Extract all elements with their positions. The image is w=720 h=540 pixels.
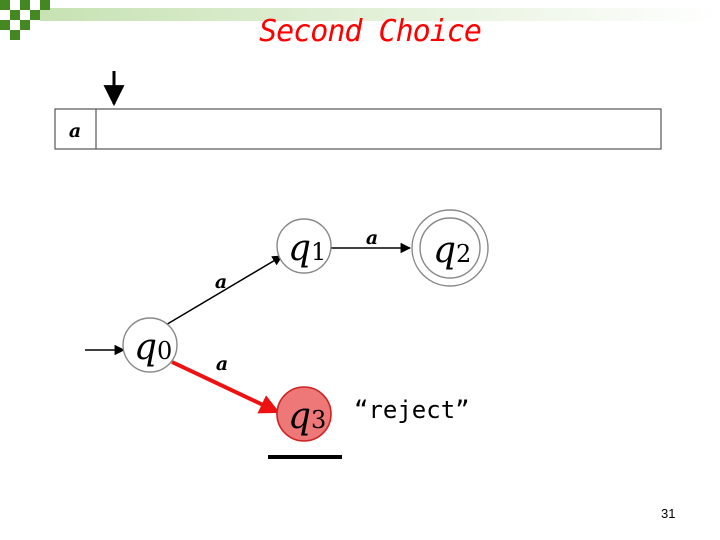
checker-logo bbox=[0, 0, 50, 40]
slide-title: Second Choice bbox=[259, 14, 482, 49]
state-q1-circle bbox=[276, 218, 332, 274]
edge-q0-q1-label: a bbox=[215, 271, 227, 293]
edge-q0-q3-active bbox=[171, 360, 280, 414]
edge-q0-q1 bbox=[163, 255, 283, 327]
states: q0 q1 q2 q3 bbox=[122, 209, 489, 459]
tape-cell-symbol: a bbox=[69, 120, 81, 142]
state-q1: q1 bbox=[276, 218, 332, 274]
edge-q0-q3-label: a bbox=[216, 353, 228, 375]
state-q2-inner-ring bbox=[419, 217, 481, 279]
state-q0-label: q0 bbox=[134, 327, 172, 368]
state-q3-active: q3 bbox=[276, 386, 332, 442]
transitions: a a a bbox=[85, 227, 412, 414]
state-q0: q0 bbox=[122, 317, 178, 373]
header-band bbox=[40, 8, 720, 21]
reject-status-label: “reject” bbox=[354, 396, 470, 424]
page-number: 31 bbox=[661, 506, 676, 521]
state-q2-final: q2 bbox=[411, 209, 489, 287]
input-tape: a bbox=[54, 71, 662, 150]
state-q0-circle bbox=[122, 317, 178, 373]
state-q3-circle bbox=[276, 386, 332, 442]
tape-strip bbox=[54, 108, 662, 150]
edge-q1-q2-label: a bbox=[366, 227, 378, 249]
state-q1-label: q1 bbox=[288, 228, 326, 269]
header-decoration bbox=[0, 0, 720, 40]
state-q3-label: q3 bbox=[288, 396, 326, 437]
state-q2-label: q2 bbox=[433, 230, 471, 271]
